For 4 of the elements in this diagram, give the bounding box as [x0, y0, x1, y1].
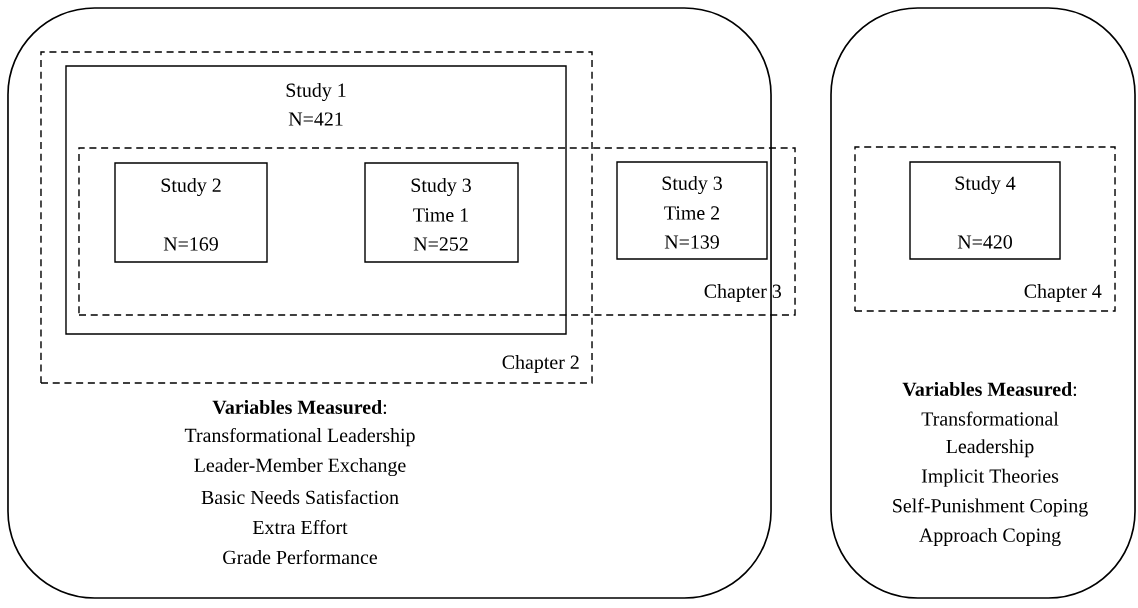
- study-box: Study 2 N=169: [114, 162, 268, 263]
- study-box: Study 3 Time 2 N=139: [616, 161, 768, 260]
- study-box: Study 3 Time 1 N=252: [364, 162, 519, 263]
- study-box: Study 4 N=420: [909, 161, 1061, 260]
